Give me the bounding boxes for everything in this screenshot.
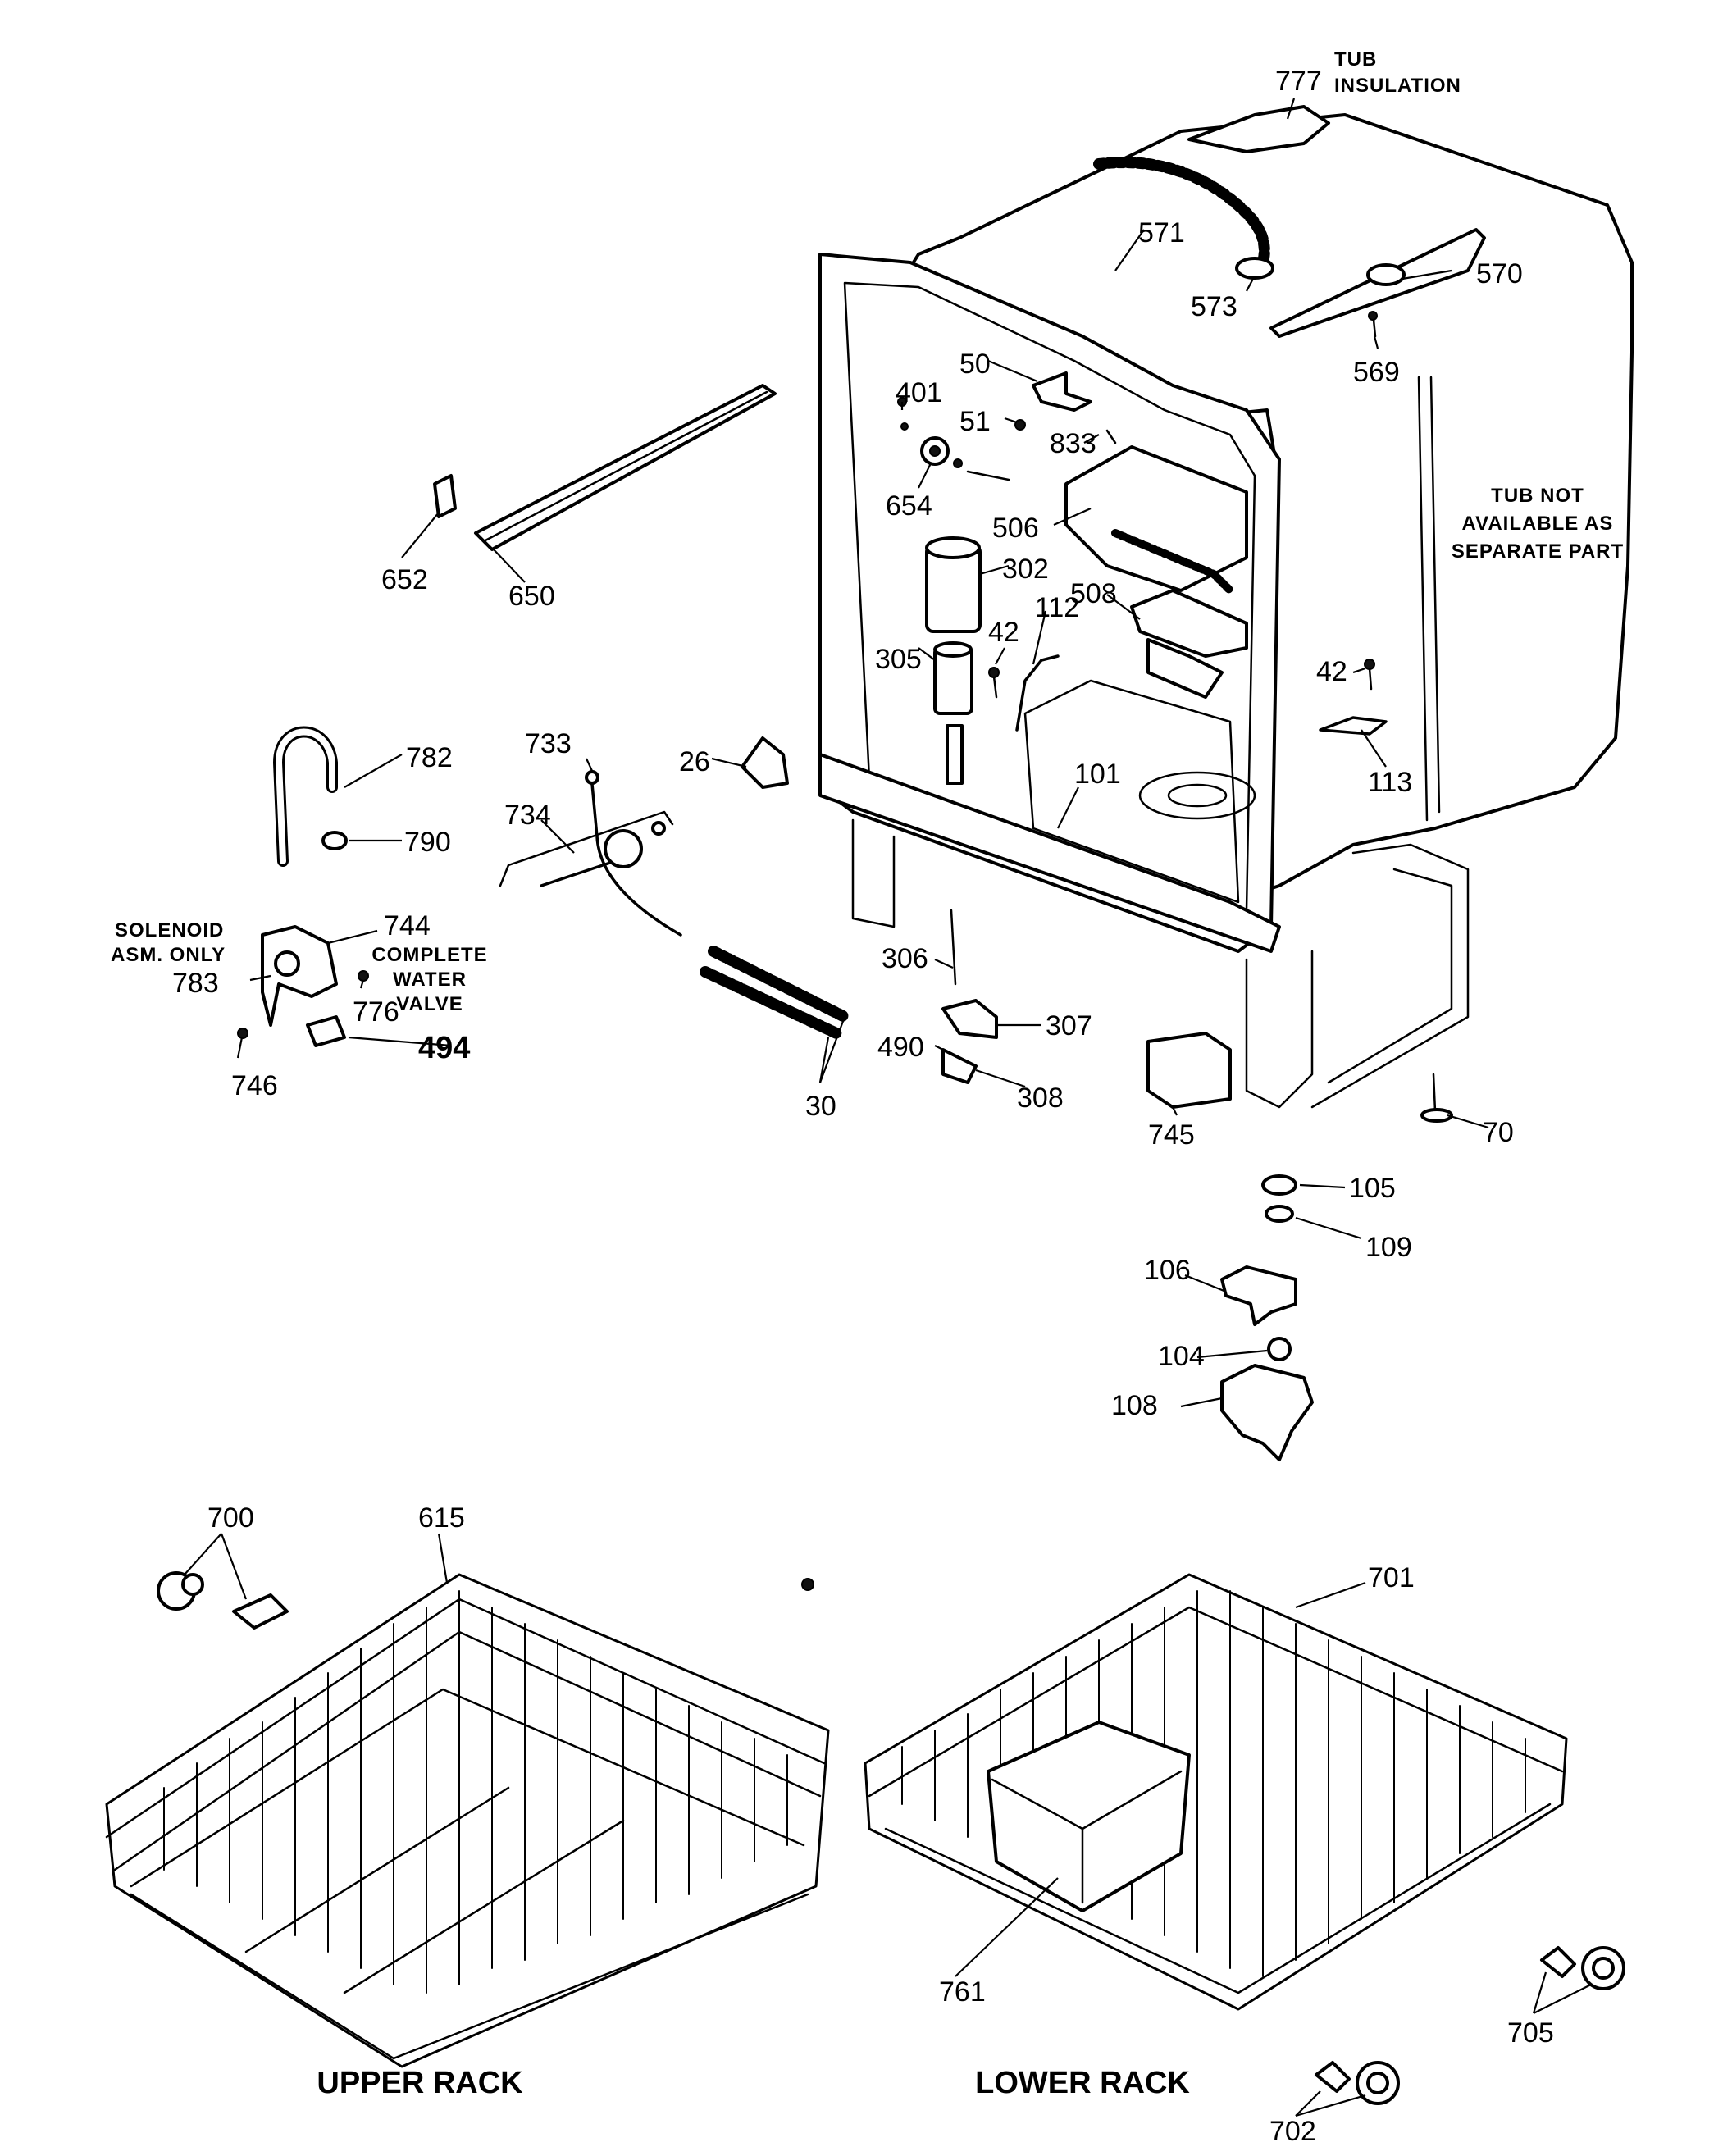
callout-654: 654 <box>886 490 932 522</box>
bracket-50 <box>1032 371 1092 412</box>
callout-112: 112 <box>1035 592 1079 623</box>
callout-50: 50 <box>959 349 991 380</box>
callout-108: 108 <box>1111 1390 1158 1421</box>
callout-401: 401 <box>896 377 942 408</box>
part-108 <box>1220 1364 1314 1461</box>
callout-104: 104 <box>1158 1341 1205 1372</box>
callout-790: 790 <box>404 827 451 858</box>
callout-734: 734 <box>504 800 551 831</box>
tub-not-available-line-2: AVAILABLE AS <box>1462 513 1614 535</box>
callout-42-left: 42 <box>988 617 1019 648</box>
callout-777: 777 <box>1275 66 1322 97</box>
callout-833: 833 <box>1050 428 1096 459</box>
upper-rack <box>105 1571 830 2068</box>
callout-307: 307 <box>1046 1010 1092 1042</box>
part-745 <box>1146 1032 1232 1109</box>
complete-water-valve-line-1: COMPLETE <box>371 944 487 966</box>
part-106 <box>1220 1265 1297 1326</box>
callout-302: 302 <box>1002 554 1049 585</box>
bracket-734 <box>499 810 674 887</box>
leader-lines <box>184 98 1592 2117</box>
lower-rack <box>864 1573 1625 2105</box>
callout-761: 761 <box>939 1976 986 2008</box>
callout-782: 782 <box>406 742 453 773</box>
complete-water-valve-line-2: WATER <box>393 969 467 991</box>
callout-615: 615 <box>418 1502 465 1534</box>
callout-109: 109 <box>1365 1232 1412 1263</box>
callout-652: 652 <box>381 564 428 595</box>
callout-labels: 777 TUB INSULATION 571 573 570 569 50 40… <box>172 48 1554 2147</box>
callout-776: 776 <box>353 996 399 1028</box>
callout-306: 306 <box>882 943 928 974</box>
callout-308: 308 <box>1017 1083 1064 1114</box>
callout-105: 105 <box>1349 1173 1396 1204</box>
callout-573: 573 <box>1191 291 1237 322</box>
callout-745: 745 <box>1148 1119 1195 1151</box>
cylinder-305 <box>933 646 973 715</box>
solenoid-note-line-2: ASM. ONLY <box>111 944 226 966</box>
coil-hose <box>1093 157 1270 268</box>
water-valve <box>261 925 338 1027</box>
rinse-aid-508 <box>1130 589 1248 658</box>
hinge-26 <box>741 736 789 789</box>
callout-783: 783 <box>172 968 219 999</box>
callout-744: 744 <box>384 910 431 941</box>
callout-26: 26 <box>679 746 710 777</box>
callout-305: 305 <box>875 644 922 675</box>
notes: TUB NOT AVAILABLE AS SEPARATE PART SOLEN… <box>111 485 1624 1015</box>
springs-30 <box>708 946 850 1023</box>
callout-705: 705 <box>1507 2017 1554 2049</box>
part-307 <box>941 999 998 1039</box>
callout-101: 101 <box>1074 759 1121 790</box>
callout-570: 570 <box>1476 258 1523 289</box>
solenoid-note-line-1: SOLENOID <box>115 919 224 941</box>
callout-733: 733 <box>525 728 572 759</box>
callout-70: 70 <box>1483 1117 1514 1148</box>
callout-113: 113 <box>1368 767 1412 798</box>
callout-701: 701 <box>1368 1562 1415 1593</box>
callout-650: 650 <box>508 581 555 612</box>
tub <box>818 105 1634 1109</box>
callout-702: 702 <box>1269 2116 1316 2147</box>
callout-51: 51 <box>959 406 991 437</box>
callout-494: 494 <box>418 1031 470 1065</box>
callout-506: 506 <box>992 513 1039 544</box>
callout-569: 569 <box>1353 357 1400 388</box>
callout-571: 571 <box>1138 217 1185 248</box>
callout-746: 746 <box>231 1070 278 1101</box>
tub-not-available-line-1: TUB NOT <box>1491 485 1584 507</box>
lower-rack-label: LOWER RACK <box>975 2066 1190 2100</box>
complete-water-valve-line-3: VALVE <box>396 993 463 1015</box>
callout-106: 106 <box>1144 1255 1191 1286</box>
tub-not-available-line-3: SEPARATE PART <box>1452 540 1624 563</box>
callout-30: 30 <box>805 1091 836 1122</box>
upper-rack-label: UPPER RACK <box>317 2066 523 2100</box>
tube-302 <box>946 724 964 785</box>
connector-494 <box>306 1015 346 1047</box>
callout-700: 700 <box>207 1502 254 1534</box>
callout-490: 490 <box>877 1032 924 1063</box>
callout-508: 508 <box>1070 578 1117 609</box>
tub-insulation-label-1: TUB <box>1334 48 1377 71</box>
callout-42-right: 42 <box>1316 656 1347 687</box>
tub-insulation-label-2: INSULATION <box>1334 75 1461 97</box>
clip-652 <box>433 474 457 518</box>
